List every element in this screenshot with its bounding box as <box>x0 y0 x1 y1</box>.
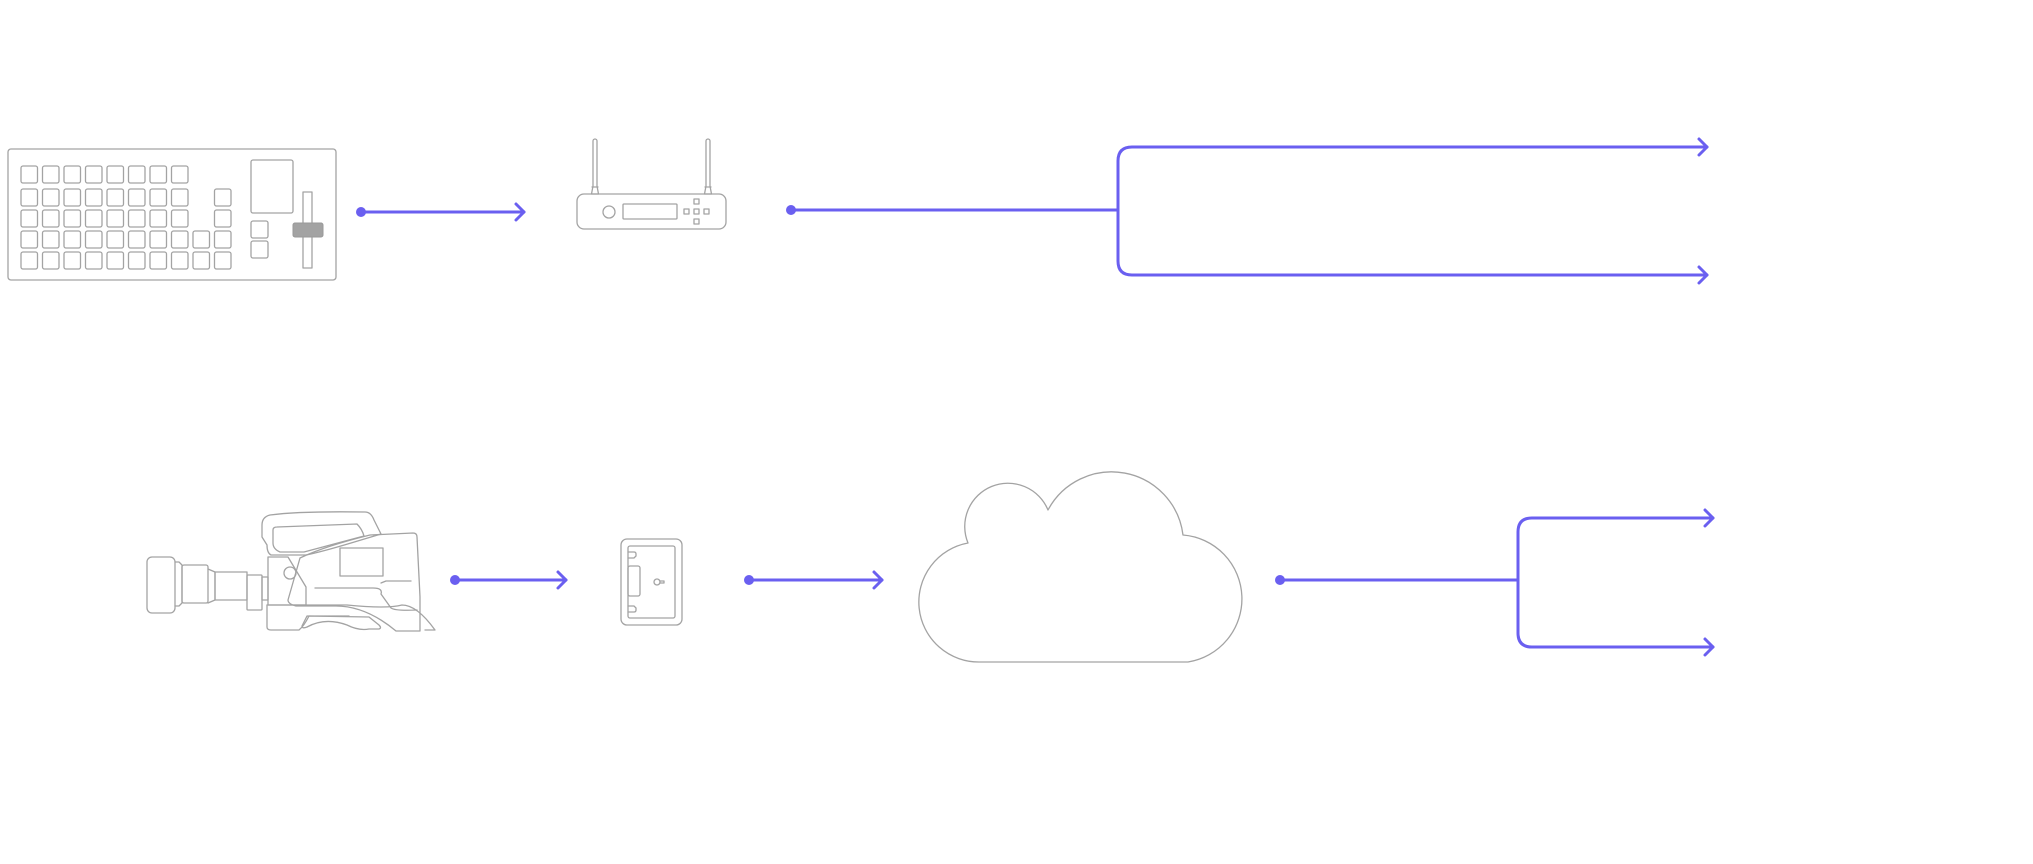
panel-button <box>20 251 39 270</box>
arrow-head-icon <box>514 202 526 222</box>
panel-button <box>213 230 232 249</box>
panel-button <box>170 230 189 249</box>
panel-button <box>41 209 60 228</box>
panel-button <box>84 188 103 207</box>
panel-button <box>84 230 103 249</box>
panel-button <box>127 251 146 270</box>
panel-button <box>41 165 60 184</box>
panel-button <box>41 230 60 249</box>
panel-button <box>20 165 39 184</box>
panel-button <box>149 251 168 270</box>
panel-button <box>106 251 125 270</box>
panel-button <box>20 188 39 207</box>
panel-button <box>20 230 39 249</box>
branch-line <box>1116 145 1709 277</box>
panel-button <box>170 209 189 228</box>
wireless-receiver-icon <box>576 138 727 230</box>
panel-button <box>127 165 146 184</box>
panel-button <box>41 251 60 270</box>
panel-button <box>170 165 189 184</box>
fader-handle <box>292 222 324 238</box>
panel-button <box>127 188 146 207</box>
panel-button <box>106 230 125 249</box>
cloud-icon <box>918 471 1243 663</box>
arrow-head-icon <box>1697 265 1709 285</box>
arrow-head-icon <box>1697 137 1709 157</box>
panel-button <box>149 209 168 228</box>
panel-button <box>63 230 82 249</box>
connector-transmitter-to-cloud <box>744 570 884 590</box>
panel-button <box>84 209 103 228</box>
connector-camera-to-transmitter <box>450 570 568 590</box>
panel-button <box>127 230 146 249</box>
panel-button <box>20 209 39 228</box>
broadcast-camera-icon <box>146 511 436 632</box>
connector-cloud-split <box>1275 508 1715 657</box>
panel-button <box>149 165 168 184</box>
panel-button <box>63 188 82 207</box>
panel-button <box>213 209 232 228</box>
panel-button <box>170 251 189 270</box>
panel-button <box>149 188 168 207</box>
arrow-head-icon <box>556 570 568 590</box>
panel-button <box>213 251 232 270</box>
panel-button <box>106 165 125 184</box>
switcher-panel-icon <box>7 148 337 281</box>
panel-button <box>106 188 125 207</box>
panel-button <box>170 188 189 207</box>
arrow-head-icon <box>1703 508 1715 528</box>
panel-button <box>192 230 211 249</box>
panel-button <box>106 209 125 228</box>
arrow-head-icon <box>1703 637 1715 657</box>
panel-button <box>192 251 211 270</box>
panel-button <box>63 209 82 228</box>
panel-button <box>63 165 82 184</box>
connector-receiver-split <box>786 137 1709 285</box>
wireless-transmitter-icon <box>620 538 683 626</box>
branch-line <box>1516 516 1715 649</box>
panel-button <box>41 188 60 207</box>
panel-button <box>84 251 103 270</box>
panel-button <box>213 188 232 207</box>
panel-button <box>63 251 82 270</box>
panel-button <box>127 209 146 228</box>
connector-switcher-to-receiver <box>356 202 526 222</box>
panel-button <box>149 230 168 249</box>
arrow-head-icon <box>872 570 884 590</box>
panel-button <box>84 165 103 184</box>
